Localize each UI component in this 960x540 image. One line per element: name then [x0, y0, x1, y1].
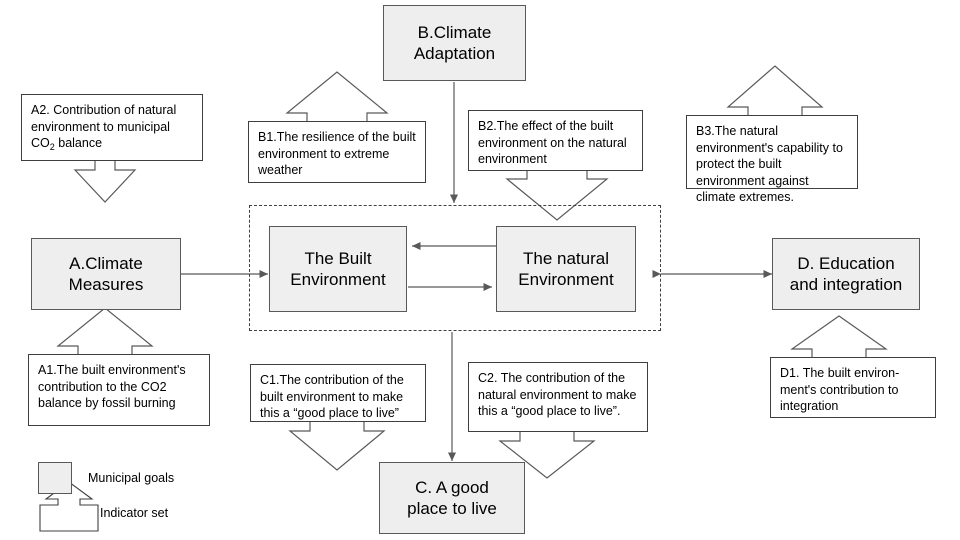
indicator-box-d1-text: D1. The built environ-ment's contributio… — [780, 366, 900, 413]
indicator-box-b3[interactable]: B3.The natural environment's capability … — [686, 115, 858, 204]
core-node-built-environment[interactable]: The Built Environment — [269, 226, 407, 312]
indicator-box-c2-text: C2. The contribution of the natural envi… — [478, 371, 637, 418]
indicator-box-c1-text: C1.The contribution of the built environ… — [260, 373, 404, 420]
legend-label-indicator-set: Indicator set — [100, 506, 169, 520]
indicator-box-c1[interactable]: C1.The contribution of the built environ… — [250, 364, 426, 422]
core-node-natural-environment-label: The natural Environment — [518, 248, 614, 289]
indicator-box-d1[interactable]: D1. The built environ-ment's contributio… — [770, 357, 936, 418]
indicator-box-b1-text: B1.The resilience of the built environme… — [258, 130, 416, 177]
indicator-arrow-b1 — [285, 71, 389, 122]
indicator-box-a2[interactable]: A2. Contribution of natural environment … — [21, 94, 203, 161]
indicator-box-b2-text: B2.The effect of the built environment o… — [478, 119, 627, 166]
indicator-box-b1[interactable]: B1.The resilience of the built environme… — [248, 121, 426, 183]
goal-node-b[interactable]: B.Climate Adaptation — [383, 5, 526, 81]
core-system-boundary — [249, 205, 661, 331]
goal-node-c-label: C. A good place to live — [407, 477, 497, 518]
core-node-built-environment-label: The Built Environment — [290, 248, 386, 289]
indicator-box-b2[interactable]: B2.The effect of the built environment o… — [468, 110, 643, 171]
goal-node-a[interactable]: A.Climate Measures — [31, 238, 181, 310]
indicator-arrow-d1 — [790, 315, 888, 358]
legend-item-indicator-set: Indicator set — [100, 506, 168, 520]
legend-label-municipal-goals: Municipal goals — [88, 471, 175, 485]
goal-node-d-label: D. Education and integration — [789, 253, 903, 294]
indicator-box-b3-text: B3.The natural environment's capability … — [696, 124, 843, 204]
goal-node-a-label: A.Climate Measures — [68, 253, 144, 294]
core-node-natural-environment[interactable]: The natural Environment — [496, 226, 636, 312]
indicator-arrow-a1 — [56, 307, 154, 355]
legend-item-municipal-goals: Municipal goals — [38, 462, 174, 494]
goal-node-c[interactable]: C. A good place to live — [379, 462, 525, 534]
indicator-box-a2-text: A2. Contribution of natural environment … — [31, 103, 177, 152]
indicator-box-c2[interactable]: C2. The contribution of the natural envi… — [468, 362, 648, 432]
indicator-arrow-c1 — [288, 422, 386, 471]
indicator-box-a1-text: A1.The built environment's contribution … — [38, 363, 186, 410]
indicator-arrow-a2 — [48, 160, 162, 203]
legend-swatch-municipal-goals — [38, 462, 72, 494]
goal-node-d[interactable]: D. Education and integration — [772, 238, 920, 310]
goal-node-b-label: B.Climate Adaptation — [413, 22, 496, 63]
indicator-box-a1[interactable]: A1.The built environment's contribution … — [28, 354, 210, 426]
indicator-arrow-b3 — [726, 65, 824, 116]
